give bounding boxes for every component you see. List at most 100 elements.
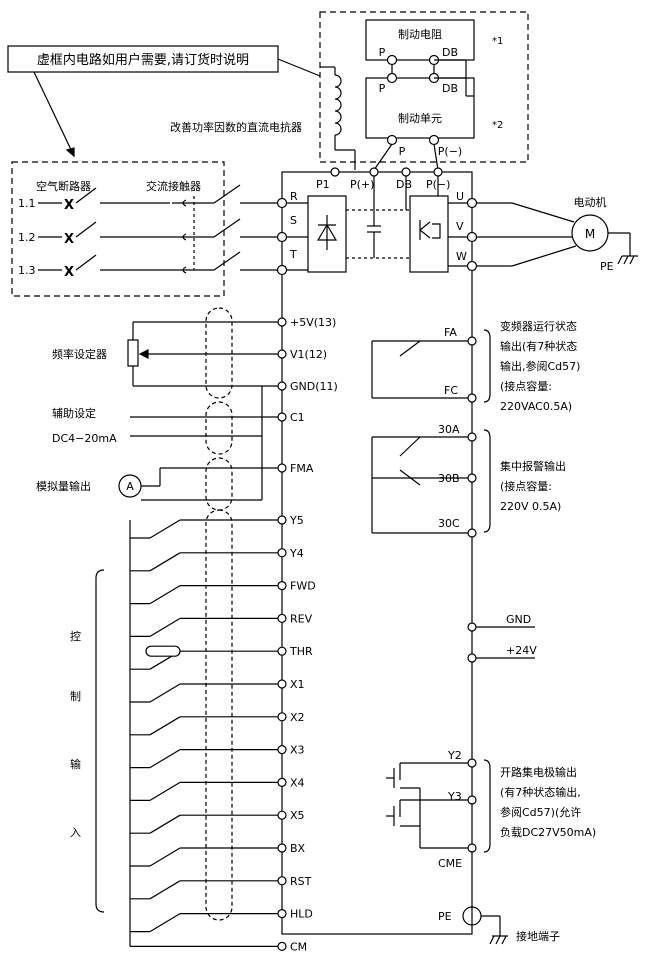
terminal-x3 xyxy=(277,744,287,755)
alarm-1: 集中报警输出 xyxy=(500,459,566,473)
input-switch-rst xyxy=(149,880,181,900)
alarm-2: (接点容量: xyxy=(500,479,552,493)
breaker-x-2: X xyxy=(64,232,74,247)
brake-unit-db-top: DB xyxy=(442,82,458,95)
terminal-x5 xyxy=(277,810,287,820)
control-char-4: 入 xyxy=(70,826,81,839)
input-switch-y5 xyxy=(149,519,181,539)
brake-unit-pminus: P(−) xyxy=(438,145,462,158)
terminal-label-y5: Y5 xyxy=(289,514,304,527)
input-switch-x5 xyxy=(149,814,181,834)
brake-resistor-p: P xyxy=(379,46,386,59)
term-gnd: GND(11) xyxy=(290,380,338,393)
run-status-4: (接点容量: xyxy=(500,379,552,393)
term-y2: Y2 xyxy=(447,749,462,762)
brake-mark-1: *1 xyxy=(492,36,503,47)
control-char-3: 输 xyxy=(70,757,81,771)
terminal-label-y4: Y4 xyxy=(289,547,304,560)
term-gnd-out: GND xyxy=(506,613,531,626)
term-24v: +24V xyxy=(506,644,537,657)
shield-3 xyxy=(205,457,233,511)
aux-range-label: DC4−20mA xyxy=(52,432,117,445)
brake-resistor-db: DB xyxy=(442,46,458,59)
terminal-hld xyxy=(277,908,287,919)
alarm-brace xyxy=(483,429,491,533)
motor-pe: PE xyxy=(600,260,614,273)
brake-unit-label: 制动单元 xyxy=(398,112,442,125)
optional-brake-frame xyxy=(319,11,529,163)
term-v: V xyxy=(456,220,464,233)
term-30a: 30A xyxy=(438,423,460,436)
term-pe: PE xyxy=(438,910,452,923)
term-u: U xyxy=(456,190,464,203)
freq-setter-label: 频率设定器 xyxy=(52,347,107,361)
terminal-label-hld: HLD xyxy=(290,908,313,921)
frequency-setter-pot xyxy=(127,339,139,367)
motor-label: 电动机 xyxy=(574,195,607,209)
terminal-label-rst: RST xyxy=(290,875,312,888)
terminal-label-x2: X2 xyxy=(290,711,305,724)
terminal-label-x1: X1 xyxy=(290,678,305,691)
term-c1: C1 xyxy=(290,411,305,424)
analog-meter-a: A xyxy=(126,480,134,493)
terminal-y5 xyxy=(277,515,287,525)
terminal-bx xyxy=(277,843,287,853)
terminal-label-x4: X4 xyxy=(290,776,305,789)
term-30c: 30C xyxy=(438,517,460,530)
term-fa: FA xyxy=(444,326,457,339)
terminal-label-rev: REV xyxy=(290,612,313,625)
input-switch-x1 xyxy=(149,683,181,703)
input-switch-x3 xyxy=(149,749,181,769)
term-cme: CME xyxy=(438,857,462,870)
thermal-relay xyxy=(145,645,181,657)
term-s: S xyxy=(290,214,297,227)
brake-unit-box xyxy=(365,77,475,139)
control-char-1: 控 xyxy=(70,629,81,643)
input-optional-frame xyxy=(11,161,225,297)
brake-resistor-box xyxy=(365,19,475,61)
line-1-label: 1.1 xyxy=(18,197,36,210)
oc-1: 开路集电极输出 xyxy=(500,765,577,779)
term-db: DB xyxy=(396,178,412,191)
terminal-thr xyxy=(277,646,287,656)
ground-terminal-label: 接地端子 xyxy=(516,930,560,943)
breaker-label: 空气断路器 xyxy=(36,179,91,193)
alarm-3: 220V 0.5A) xyxy=(500,500,561,513)
term-5v: +5V(13) xyxy=(290,316,336,329)
input-switch-x2 xyxy=(149,716,181,736)
control-input-bracket xyxy=(95,569,105,913)
terminal-rev xyxy=(277,613,287,624)
output-terminals xyxy=(466,197,478,272)
brake-unit-p-top: P xyxy=(379,82,386,95)
term-w: W xyxy=(456,250,467,263)
line-2-label: 1.2 xyxy=(18,231,36,244)
terminal-label-fwd: FWD xyxy=(290,580,316,593)
input-switch-hld xyxy=(149,913,181,933)
dc-reactor-coil xyxy=(334,74,342,136)
term-t: T xyxy=(289,248,297,261)
brake-unit-p-bottom: P xyxy=(399,145,406,158)
reactor-label: 改善功率因数的直流电抗器 xyxy=(170,120,302,134)
brake-terminals xyxy=(386,54,440,146)
run-status-5: 220VAC0.5A) xyxy=(500,400,572,413)
term-pplus: P(+) xyxy=(350,178,374,191)
terminal-y4 xyxy=(277,548,287,558)
terminal-x2 xyxy=(277,712,287,722)
run-status-brace xyxy=(483,329,491,403)
terminal-label-thr: THR xyxy=(289,645,313,658)
inverter-block xyxy=(409,195,449,273)
term-r: R xyxy=(290,190,298,203)
analog-terminals xyxy=(277,317,287,473)
terminal-label-cm: CM xyxy=(290,940,307,953)
line-3-label: 1.3 xyxy=(18,264,36,277)
shield-4 xyxy=(205,509,233,921)
run-status-3: 输出,参阅Cd57) xyxy=(500,359,580,373)
shield-2 xyxy=(205,401,233,455)
note-text: 虚框内电路如用户需要,请订货时说明 xyxy=(37,52,249,68)
shield-1 xyxy=(205,307,233,399)
input-switch-bx xyxy=(149,847,181,867)
contactor-label: 交流接触器 xyxy=(146,179,201,193)
motor-m: M xyxy=(585,227,595,241)
